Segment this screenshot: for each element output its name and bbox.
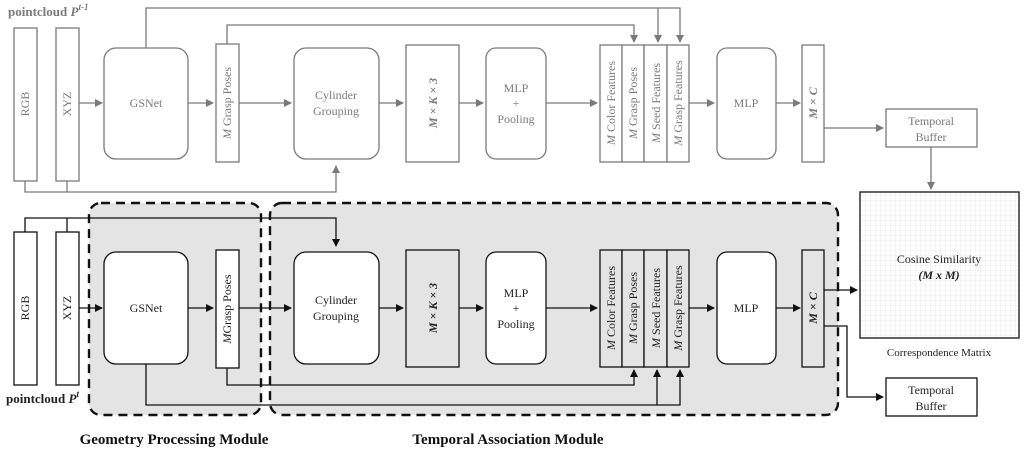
- bottom-cylinder-label-2: Grouping: [313, 309, 359, 323]
- bottom-cylinder-box: [293, 251, 380, 365]
- bottom-gsnet-label: GSNet: [130, 301, 163, 315]
- bottom-xyz-label: XYZ: [60, 296, 74, 321]
- bottom-mk3-box: [405, 249, 460, 368]
- top-temporal-buffer-label-2: Buffer: [915, 130, 946, 144]
- top-rgb-label: RGB: [18, 92, 32, 117]
- bottom-grasp-to-feature-arrow: [226, 368, 638, 386]
- bottom-mlp-pooling-label-1: MLP: [504, 286, 529, 300]
- top-mlp-pooling-label-2: +: [513, 96, 520, 110]
- top-mk3-label: M × K × 3: [426, 78, 440, 129]
- top-grasp-to-feature-arrow: [226, 24, 638, 44]
- top-temporal-buffer-label-1: Temporal: [908, 114, 954, 128]
- top-gsnet-to-grasp-features-arrow: [145, 7, 684, 48]
- bottom-cylinder-label-1: Cylinder: [315, 293, 357, 307]
- bottom-mlp-label: MLP: [734, 301, 759, 315]
- correspondence-matrix: Cosine Similarity (M x M) Correspondence…: [859, 191, 1020, 359]
- top-temporal-buffer-box: [885, 108, 978, 148]
- top-feature-stack: M Color Features M Grasp Poses M Seed Fe…: [599, 44, 690, 163]
- bottom-mc-box: [801, 249, 825, 368]
- bottom-feature-stack: M Color Features M Grasp Poses M Seed Fe…: [599, 249, 690, 368]
- top-grasp-poses-label: M Grasp Poses: [220, 67, 234, 140]
- temporal-association-module-label: Temporal Association Module: [412, 432, 603, 448]
- bottom-rgb-box: [13, 231, 38, 386]
- matrix-title-1: Cosine Similarity: [897, 252, 981, 266]
- top-xyz-label: XYZ: [60, 92, 74, 117]
- bottom-mc-buffer-arrow: [824, 325, 884, 401]
- top-feature-seed-label: M Seed Features: [649, 63, 663, 144]
- top-points-to-cylinder-arrow: [24, 165, 340, 193]
- bottom-mlp-pooling-label-2: +: [513, 301, 520, 315]
- top-mlp-label: MLP: [734, 96, 759, 110]
- top-cylinder-label-1: Cylinder: [315, 88, 357, 102]
- bottom-temporal-buffer-label-2: Buffer: [915, 399, 946, 413]
- bottom-gsnet-to-grasp-features-arrow: [145, 364, 684, 406]
- top-mlp-pooling-label-3: Pooling: [497, 112, 534, 126]
- bottom-row: RGB XYZ pointcloud Pt GSNet MGrasp Poses…: [6, 217, 978, 417]
- top-cylinder-label-2: Grouping: [313, 104, 359, 118]
- top-mc-label: M × C: [806, 86, 820, 120]
- bottom-feature-grasp-poses-label: M Grasp Poses: [626, 272, 640, 345]
- top-gsnet-label: GSNet: [130, 96, 163, 110]
- top-feature-grasp-features-label: M Grasp Features: [671, 60, 685, 147]
- geometry-processing-module-label: Geometry Processing Module: [80, 432, 269, 448]
- bottom-feature-grasp-features-label: M Grasp Features: [671, 265, 685, 352]
- top-mc-box: [801, 44, 825, 163]
- bottom-points-to-cylinder-arrow: [24, 217, 340, 247]
- matrix-grid: [859, 191, 1020, 339]
- bottom-grasp-poses-label: MGrasp Poses: [220, 274, 234, 344]
- bottom-feature-color-label: M Color Features: [604, 266, 618, 351]
- top-pointcloud-label: pointcloud Pt-1: [8, 2, 88, 19]
- bottom-pointcloud-label: pointcloud Pt: [6, 389, 79, 406]
- bottom-mlp-pooling-label-3: Pooling: [497, 317, 534, 331]
- bottom-temporal-buffer-label-1: Temporal: [908, 383, 954, 397]
- top-feature-color-label: M Color Features: [604, 61, 618, 146]
- bottom-mc-label: M × C: [806, 291, 820, 325]
- matrix-title-2: (M x M): [918, 268, 959, 282]
- top-feature-grasp-poses-label: M Grasp Poses: [626, 67, 640, 140]
- matrix-caption: Correspondence Matrix: [887, 347, 992, 359]
- bottom-feature-seed-label: M Seed Features: [649, 268, 663, 349]
- bottom-mk3-label: M × K × 3: [426, 283, 440, 334]
- top-row: pointcloud Pt-1 RGB XYZ GSNet M Grasp Po…: [8, 2, 978, 193]
- top-mlp-pooling-label-1: MLP: [504, 81, 529, 95]
- bottom-temporal-buffer-box: [885, 377, 978, 417]
- bottom-rgb-label: RGB: [18, 296, 32, 321]
